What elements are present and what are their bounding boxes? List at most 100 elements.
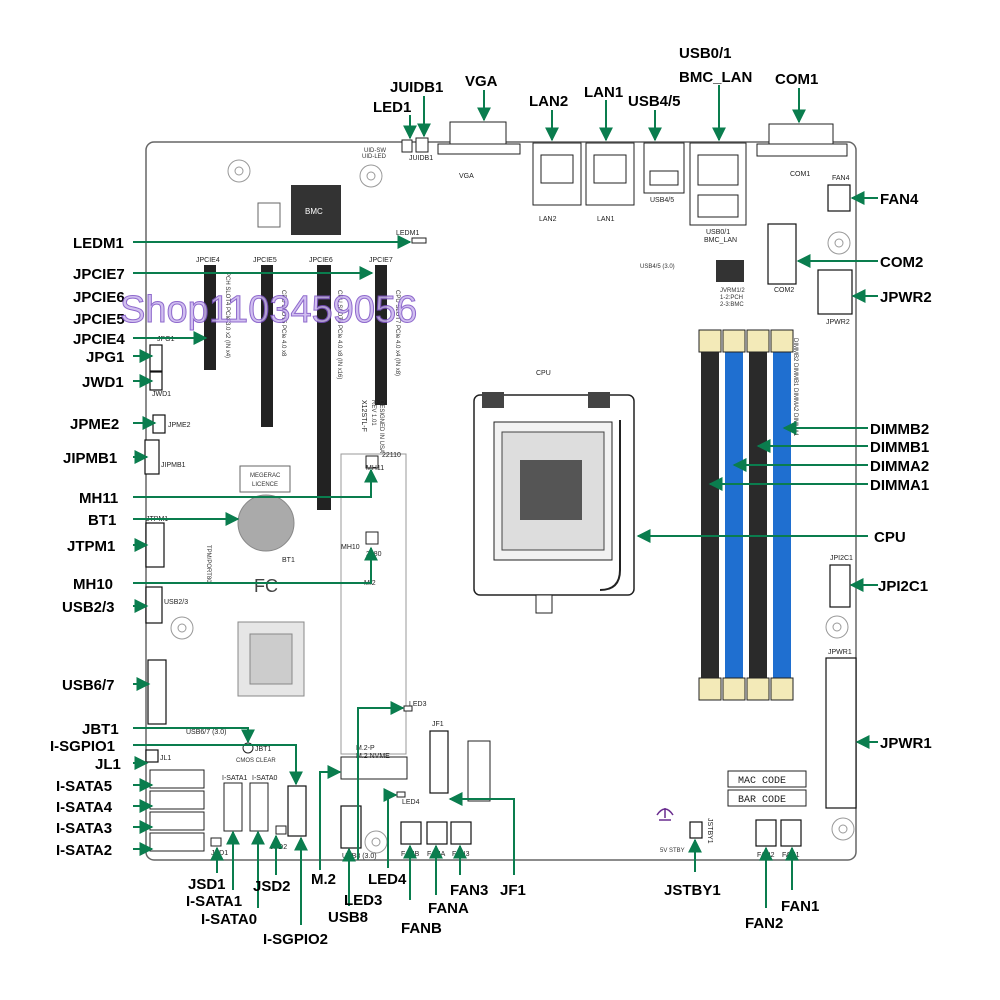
callout-fan4: FAN4 bbox=[880, 191, 919, 208]
callout-bt1: BT1 bbox=[88, 512, 116, 529]
mac-code-label bbox=[727, 770, 807, 788]
silk-led3: LED3 bbox=[409, 701, 427, 708]
silk-jstby1: JSTBY1 bbox=[706, 818, 713, 844]
silk-pcie6: CPU SLOT6 PCIe 4.0 x8 (IN x16) bbox=[336, 290, 342, 379]
silk-fcc: FC bbox=[254, 576, 278, 596]
callout-led3: LED3 bbox=[344, 892, 382, 909]
silk-jpcie5: JPCIE5 bbox=[253, 257, 277, 264]
callout-isata5: I-SATA5 bbox=[56, 778, 112, 795]
callout-usb01: USB0/1 bbox=[679, 45, 732, 62]
silk-usb8: USB8 (3.0) bbox=[342, 853, 377, 860]
callout-mh11: MH11 bbox=[79, 490, 118, 507]
silk-jsd2: JSD2 bbox=[270, 844, 287, 851]
silk-22110: 22110 bbox=[382, 452, 401, 459]
callout-lan1: LAN1 bbox=[584, 84, 623, 101]
silk-jbt1: JBT1 bbox=[255, 746, 271, 753]
callout-vga: VGA bbox=[465, 73, 498, 90]
callout-dimmb1: DIMMB1 bbox=[870, 439, 929, 456]
silk-rev: REV 1.01 bbox=[370, 400, 376, 426]
callout-jpcie6: JPCIE6 bbox=[73, 289, 125, 306]
silk-pcie4: PCH SLOT4 PCIe 3.0 x2 (IN x4) bbox=[224, 272, 230, 358]
cpu-socket bbox=[473, 392, 635, 614]
callout-led4: LED4 bbox=[368, 871, 407, 888]
callout-isata1: I-SATA1 bbox=[186, 893, 242, 910]
callout-juidb1: JUIDB1 bbox=[390, 79, 443, 96]
callout-isata3: I-SATA3 bbox=[56, 820, 112, 837]
callout-jstby1: JSTBY1 bbox=[664, 882, 721, 899]
silk-mh11: MH11 bbox=[366, 465, 384, 472]
jpwr2-connector bbox=[817, 269, 853, 315]
jpg1-header bbox=[149, 344, 163, 372]
silk-m2p: M.2-P bbox=[356, 745, 375, 752]
silk-uid-led: UID-LED bbox=[362, 154, 387, 160]
silk-fan4: FAN4 bbox=[832, 175, 850, 182]
silk-bar-code: BAR CODE bbox=[738, 795, 786, 806]
m2-slot bbox=[340, 756, 408, 780]
jvrm-jumpers bbox=[716, 260, 744, 282]
callout-jpcie7: JPCIE7 bbox=[73, 266, 125, 283]
silk-pcie7: CPU SLOT7 PCIe 4.0 x4 (IN x8) bbox=[394, 290, 400, 376]
silk-juidb1: JUIDB1 bbox=[409, 155, 433, 162]
silk-led4: LED4 bbox=[402, 799, 420, 806]
callout-jipmb1: JIPMB1 bbox=[63, 450, 117, 467]
silk-jipmb1: JIPMB1 bbox=[161, 462, 186, 469]
silk-designed: DESIGNED IN USA bbox=[378, 400, 384, 453]
silk-bmc: BMC bbox=[305, 207, 323, 216]
silk-usb45: USB4/5 bbox=[650, 197, 674, 204]
jipmb1-header bbox=[144, 439, 160, 475]
jpi2c1-header bbox=[829, 564, 851, 608]
silk-jf1: JF1 bbox=[432, 721, 444, 728]
fan2-header bbox=[755, 819, 777, 847]
silk-pcie5: CPU SLOT5 PCIe 4.0 x8 bbox=[280, 290, 286, 357]
silk-usb01: USB0/1 bbox=[706, 229, 730, 236]
callout-usb23: USB2/3 bbox=[62, 599, 115, 616]
callout-jpg1: JPG1 bbox=[86, 349, 124, 366]
silk-isata0: I-SATA0 bbox=[252, 775, 278, 782]
callout-fana: FANA bbox=[428, 900, 469, 917]
silk-5v-stby: 5V STBY bbox=[660, 848, 685, 854]
silk-megerac: MEGERAC bbox=[250, 473, 281, 479]
pcie-slots bbox=[204, 265, 387, 510]
silk-isata1: I-SATA1 bbox=[222, 775, 248, 782]
silk-jpwr1: JPWR1 bbox=[828, 649, 852, 656]
callout-jsd1: JSD1 bbox=[188, 876, 226, 893]
callout-m2: M.2 bbox=[311, 871, 336, 888]
silk-2280: 2280 bbox=[366, 551, 382, 558]
callout-usb45: USB4/5 bbox=[628, 93, 681, 110]
silk-cpu: CPU bbox=[536, 370, 551, 377]
ledm1-led bbox=[411, 237, 427, 244]
watermark-text: Shop1103459056 bbox=[120, 289, 417, 331]
callout-com1: COM1 bbox=[775, 71, 818, 88]
mh11-standoff bbox=[365, 455, 379, 469]
silk-dimms: DIMMB2 DIMMB1 DIMMA2 DIMMA1 bbox=[792, 338, 798, 437]
silk-jpi2c1: JPI2C1 bbox=[830, 555, 853, 562]
callout-fan3: FAN3 bbox=[450, 882, 488, 899]
callout-jpi2c1: JPI2C1 bbox=[878, 578, 928, 595]
callout-dimma1: DIMMA1 bbox=[870, 477, 929, 494]
callout-bmc-lan: BMC_LAN bbox=[679, 69, 752, 86]
silk-jpme2: JPME2 bbox=[168, 422, 191, 429]
callout-jbt1: JBT1 bbox=[82, 721, 119, 738]
silk-bt1: BT1 bbox=[282, 557, 295, 564]
callout-led1: LED1 bbox=[373, 99, 411, 116]
silk-jpg1: JPG1 bbox=[157, 336, 175, 343]
silk-ledm1: LEDM1 bbox=[396, 230, 419, 237]
callout-jl1: JL1 bbox=[95, 756, 121, 773]
com2-header bbox=[767, 223, 797, 285]
silk-lan2: LAN2 bbox=[539, 216, 557, 223]
silk-m2nvme: M.2 NVME bbox=[356, 753, 390, 760]
callout-dimma2: DIMMA2 bbox=[870, 458, 929, 475]
jf1-header bbox=[429, 730, 449, 794]
callout-jpcie4: JPCIE4 bbox=[73, 331, 125, 348]
silk-jwd1: JWD1 bbox=[152, 391, 171, 398]
callout-labels: JUIDB1 LED1 VGA LAN2 LAN1 USB4/5 USB0/1 … bbox=[50, 45, 932, 948]
callout-cpu: CPU bbox=[874, 529, 906, 546]
callout-isgpio2: I-SGPIO2 bbox=[263, 931, 328, 948]
callout-lan2: LAN2 bbox=[529, 93, 568, 110]
callout-jsd2: JSD2 bbox=[253, 878, 291, 895]
usb67-header bbox=[147, 659, 167, 725]
jstby1-header bbox=[689, 821, 703, 839]
callout-jpcie5: JPCIE5 bbox=[73, 311, 125, 328]
jl1-header bbox=[145, 749, 159, 763]
